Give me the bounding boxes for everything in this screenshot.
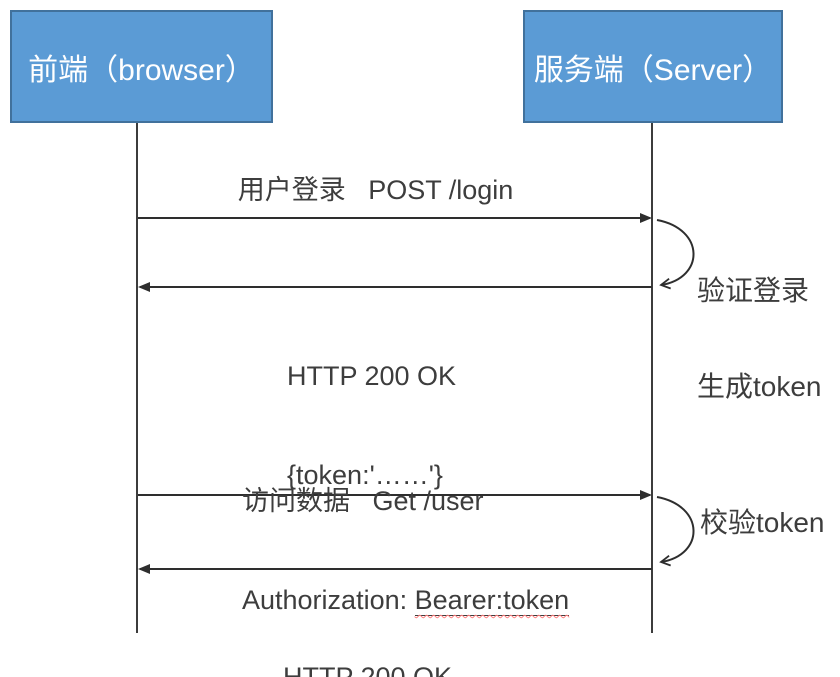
note-verify-token: 校验token [700,507,825,538]
label-data-request: 访问数据 Get /user Authorization: Bearer:tok… [242,419,570,677]
self-loop-verify-token [656,496,695,567]
label-data-response: HTTP 200 OK {…} [283,595,452,677]
bearer-token-underlined: Bearer:token [414,585,570,616]
self-loop-verify-login [656,219,695,290]
authorization-prefix: Authorization: [242,585,415,615]
note-verify-login: 验证登录 生成token [697,211,822,467]
label-login-response-line1: HTTP 200 OK [287,361,457,391]
actor-browser-box: 前端（browser） [10,10,273,123]
note-verify-login-line2: 生成token [697,371,822,402]
label-data-response-line1: HTTP 200 OK [283,662,453,677]
note-verify-login-line1: 验证登录 [697,275,810,306]
actor-server-box: 服务端（Server） [523,10,783,123]
label-data-request-line1: 访问数据 Get /user [242,486,484,516]
label-data-request-line2: Authorization: Bearer:token [242,584,570,617]
label-login-response-line2: {token:'……'} [287,460,443,490]
label-login-request: 用户登录 POST /login [237,175,514,205]
label-login-response: HTTP 200 OK {token:'……'} [287,294,456,558]
